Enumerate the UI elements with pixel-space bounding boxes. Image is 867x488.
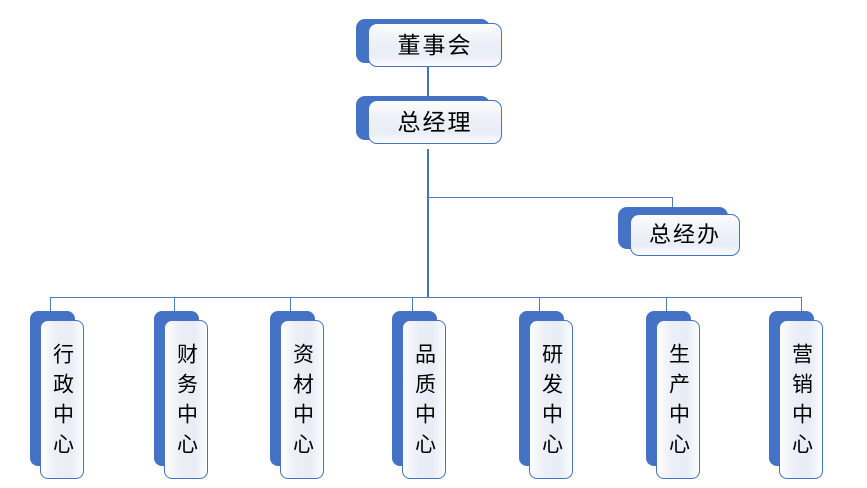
node-label: 董事会: [397, 32, 473, 58]
node-face: 研发中心: [529, 320, 573, 479]
node-production-center[interactable]: 生产中心: [646, 311, 701, 479]
node-face: 总经理: [368, 100, 502, 144]
node-label: 营销中心: [789, 343, 814, 463]
node-quality-center[interactable]: 品质中心: [392, 311, 447, 479]
node-rnd-center[interactable]: 研发中心: [519, 311, 574, 479]
node-face: 生产中心: [656, 320, 700, 479]
node-marketing-center[interactable]: 营销中心: [769, 311, 824, 479]
node-general-manager[interactable]: 总经理: [356, 96, 502, 144]
connector-drop-production: [666, 297, 667, 313]
connector-drop-finance: [174, 297, 175, 313]
connector-board-to-gm: [427, 67, 429, 96]
node-label: 资材中心: [290, 343, 315, 463]
connector-gm-trunk: [427, 149, 429, 298]
node-gm-office[interactable]: 总经办: [618, 207, 740, 257]
connector-drop-marketing: [801, 297, 802, 313]
connector-gm-to-gmoffice-horizontal: [428, 197, 673, 198]
node-finance-center[interactable]: 财务中心: [154, 311, 209, 479]
connector-gm-to-gmoffice-drop: [672, 197, 673, 210]
node-label: 研发中心: [539, 343, 564, 463]
node-face: 营销中心: [779, 320, 823, 479]
connector-division-bar: [50, 297, 802, 298]
node-face: 品质中心: [402, 320, 446, 479]
connector-drop-admin: [50, 297, 51, 313]
node-label: 行政中心: [50, 343, 75, 463]
node-face: 董事会: [368, 23, 502, 67]
connector-drop-quality: [412, 297, 413, 313]
node-admin-center[interactable]: 行政中心: [30, 311, 85, 479]
node-label: 生产中心: [666, 343, 691, 463]
connector-drop-rnd: [539, 297, 540, 313]
node-label: 品质中心: [412, 343, 437, 463]
node-face: 行政中心: [40, 320, 84, 479]
node-face: 资材中心: [280, 320, 324, 479]
connector-drop-materials: [290, 297, 291, 313]
node-materials-center[interactable]: 资材中心: [270, 311, 325, 479]
node-face: 总经办: [630, 214, 740, 256]
node-label: 财务中心: [174, 343, 199, 463]
node-face: 财务中心: [164, 320, 208, 479]
node-board[interactable]: 董事会: [356, 19, 502, 67]
node-label: 总经办: [648, 222, 721, 247]
node-label: 总经理: [397, 109, 473, 135]
